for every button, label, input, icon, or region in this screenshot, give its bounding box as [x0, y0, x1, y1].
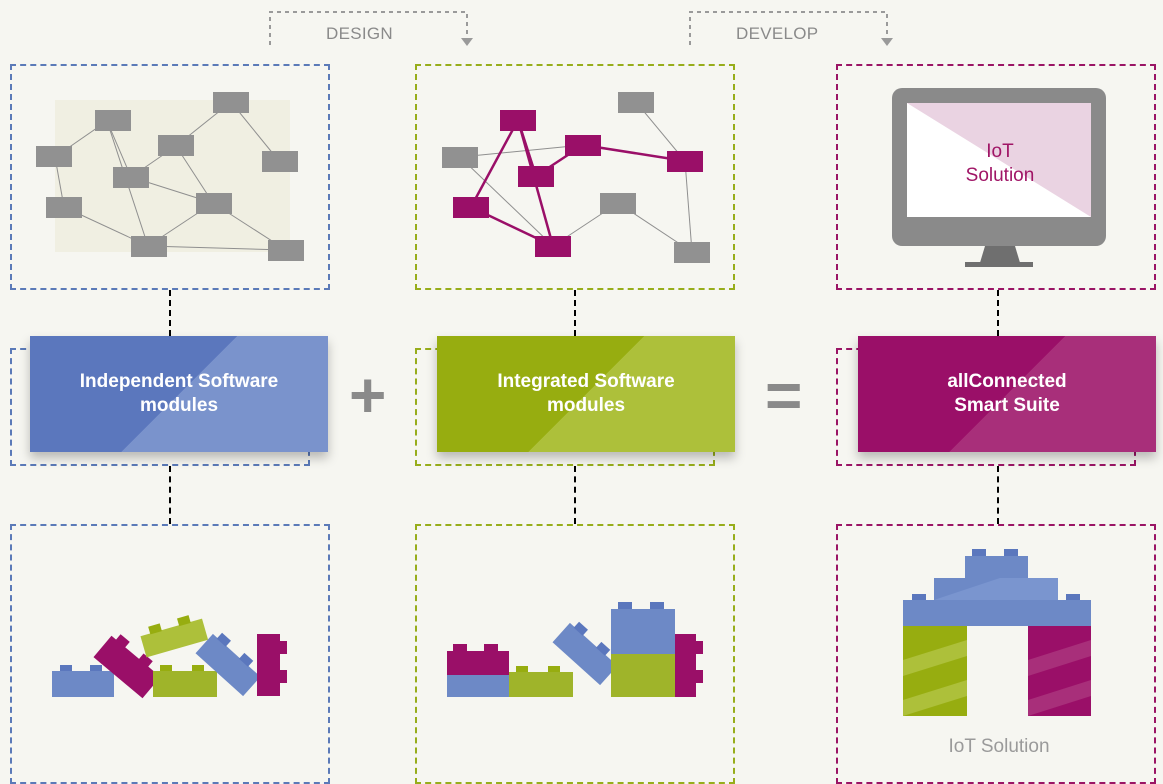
integrated-network-diagram [442, 92, 710, 263]
design-label: DESIGN [326, 24, 393, 43]
connector-bottom-blue [169, 466, 171, 524]
integrated-bricks-illustration [447, 602, 703, 697]
monitor-icon [892, 88, 1106, 267]
network-box-independent [10, 64, 330, 290]
card-allconnected-suite: allConnected Smart Suite [858, 336, 1156, 452]
monitor-screen-text: IoT Solution [965, 141, 1035, 186]
card-integrated-software: Integrated Software modules [437, 336, 735, 452]
card-independent-software: Independent Software modules [30, 336, 328, 452]
network-box-integrated [415, 64, 735, 290]
connector-top-blue [169, 290, 171, 336]
plus-operator: + [349, 359, 387, 431]
connector-top-green [574, 290, 576, 336]
equals-operator: = [765, 359, 803, 431]
develop-arrowhead-icon [881, 38, 893, 46]
independent-network-diagram [36, 92, 304, 261]
scattered-bricks-illustration [52, 615, 287, 699]
flow-arrows [269, 11, 893, 46]
connector-bottom-green [574, 466, 576, 524]
connector-bottom-mag [997, 466, 999, 524]
develop-label: DEVELOP [736, 24, 819, 43]
iot-solution-caption: IoT Solution [948, 736, 1050, 757]
design-arrowhead-icon [461, 38, 473, 46]
monitor-box [836, 64, 1156, 290]
connector-top-mag [997, 290, 999, 336]
